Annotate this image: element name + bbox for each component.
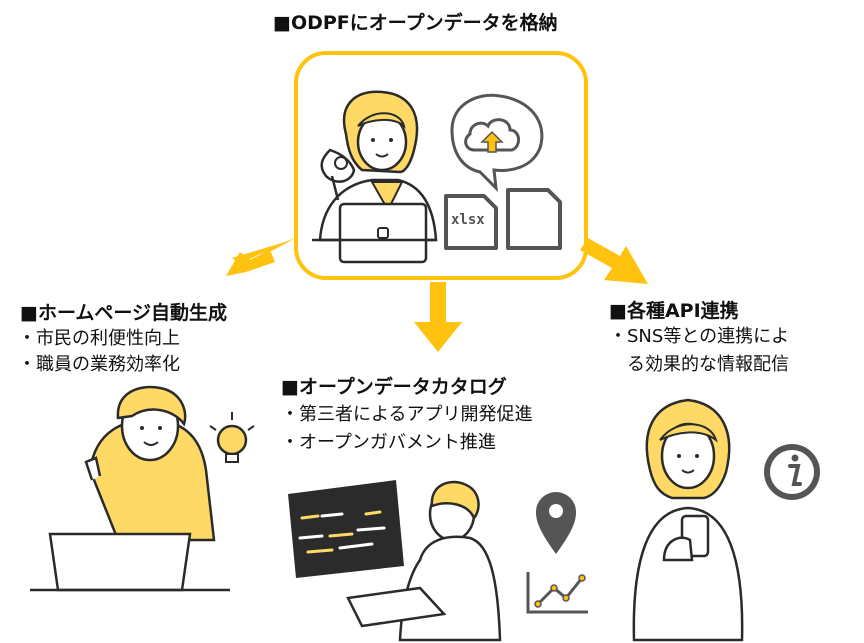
left-heading: ■ホームページ自動生成: [20, 302, 228, 324]
right-bullet-2: る効果的な情報配信: [627, 354, 789, 375]
file-icon: [506, 188, 562, 250]
right-heading: ■各種API連携: [609, 300, 739, 322]
lightbulb-icon: [209, 412, 255, 463]
xlsx-file-label: xlsx: [451, 212, 485, 228]
line-chart-icon: [526, 572, 588, 614]
center-heading: ■オープンデータカタログ: [281, 376, 507, 398]
right-bullet-1: ・SNS等との連携によ: [609, 326, 790, 347]
left-bullet-1: ・市民の利便性向上: [18, 328, 180, 349]
arrow-left: [226, 236, 300, 276]
xlsx-file-icon: [444, 194, 498, 250]
center-bullet-2: ・オープンガバメント推進: [281, 432, 496, 453]
top-heading: ■ODPFにオープンデータを格納: [273, 12, 558, 34]
info-icon: [764, 444, 820, 500]
center-bullet-1: ・第三者によるアプリ開発促進: [281, 404, 533, 425]
left-bullet-2: ・職員の業務効率化: [18, 354, 180, 375]
woman-laptop-illustration: [312, 90, 438, 264]
code-screen: [288, 480, 404, 578]
map-pin-icon: [536, 492, 576, 554]
cloud-upload-icon: [450, 93, 544, 193]
woman-phone-illustration: [632, 398, 744, 642]
arrow-right: [580, 238, 648, 284]
arrow-down: [414, 282, 462, 352]
programmer-illustration: [346, 480, 502, 642]
man-laptop-illustration: [30, 385, 230, 592]
